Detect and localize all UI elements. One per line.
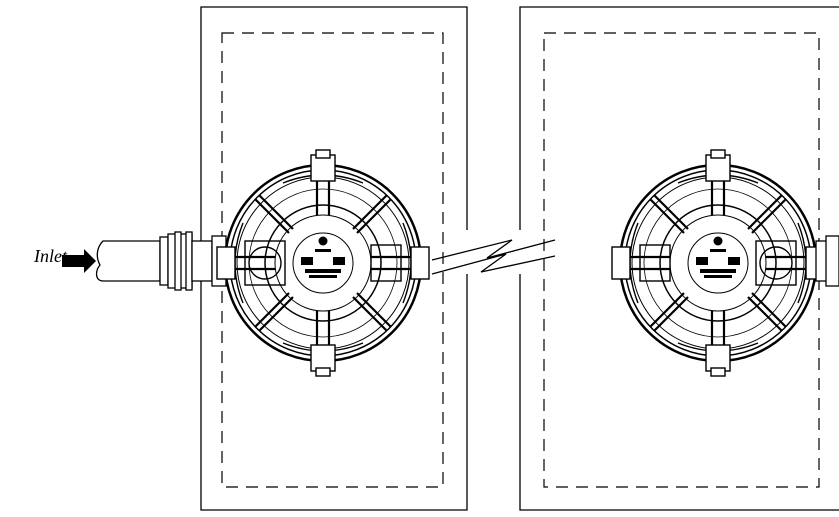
inlet-label: Inlet	[34, 246, 67, 266]
tank-right-dashed-inner	[543, 32, 820, 488]
outlet-pipe-stub	[815, 235, 839, 287]
tank-unit-left	[216, 149, 430, 377]
tank-unit-right	[611, 149, 825, 377]
inlet-pipe	[95, 231, 227, 291]
tank-right-outline	[519, 6, 839, 511]
tank-left-dashed-inner	[221, 32, 444, 488]
break-line-icon	[431, 239, 556, 275]
arrow-right-icon	[62, 249, 96, 273]
